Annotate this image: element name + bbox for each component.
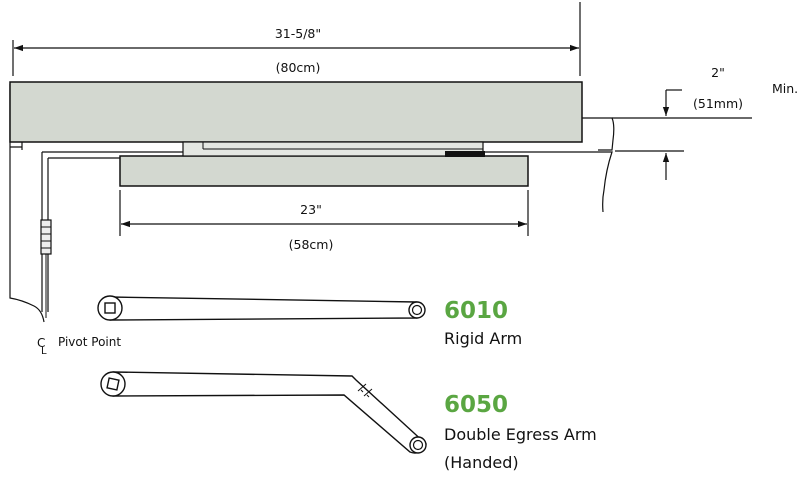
overall-length-metric-label: (80cm) <box>276 60 321 75</box>
arm-1-model-number: 6010 <box>444 298 508 324</box>
hinge-knuckle <box>40 219 52 255</box>
clearance-metric-label: (51mm) <box>693 96 743 111</box>
frame-stop-lines <box>41 151 120 312</box>
arm-2-model-number: 6050 <box>444 392 508 418</box>
closer-body <box>9 81 583 143</box>
clearance-qualifier: Min. <box>772 81 798 96</box>
arm-2-name: Double Egress Arm <box>444 425 597 444</box>
slide-block <box>445 151 485 157</box>
clearance-label: 2" <box>711 65 725 80</box>
slide-track <box>119 155 529 187</box>
arm-2-note: (Handed) <box>444 453 519 472</box>
rigid-arm-drawing <box>97 295 426 321</box>
double-egress-arm-drawing <box>100 371 427 454</box>
pivot-point-label: Pivot Point <box>58 335 121 349</box>
centerline-symbol-l: L <box>41 346 47 357</box>
track-length-label: 23" <box>300 202 322 217</box>
track-length-metric-label: (58cm) <box>289 237 334 252</box>
overall-length-label: 31-5/8" <box>275 26 321 41</box>
arm-1-name: Rigid Arm <box>444 329 522 348</box>
centerline-symbol-c: C <box>37 336 45 350</box>
